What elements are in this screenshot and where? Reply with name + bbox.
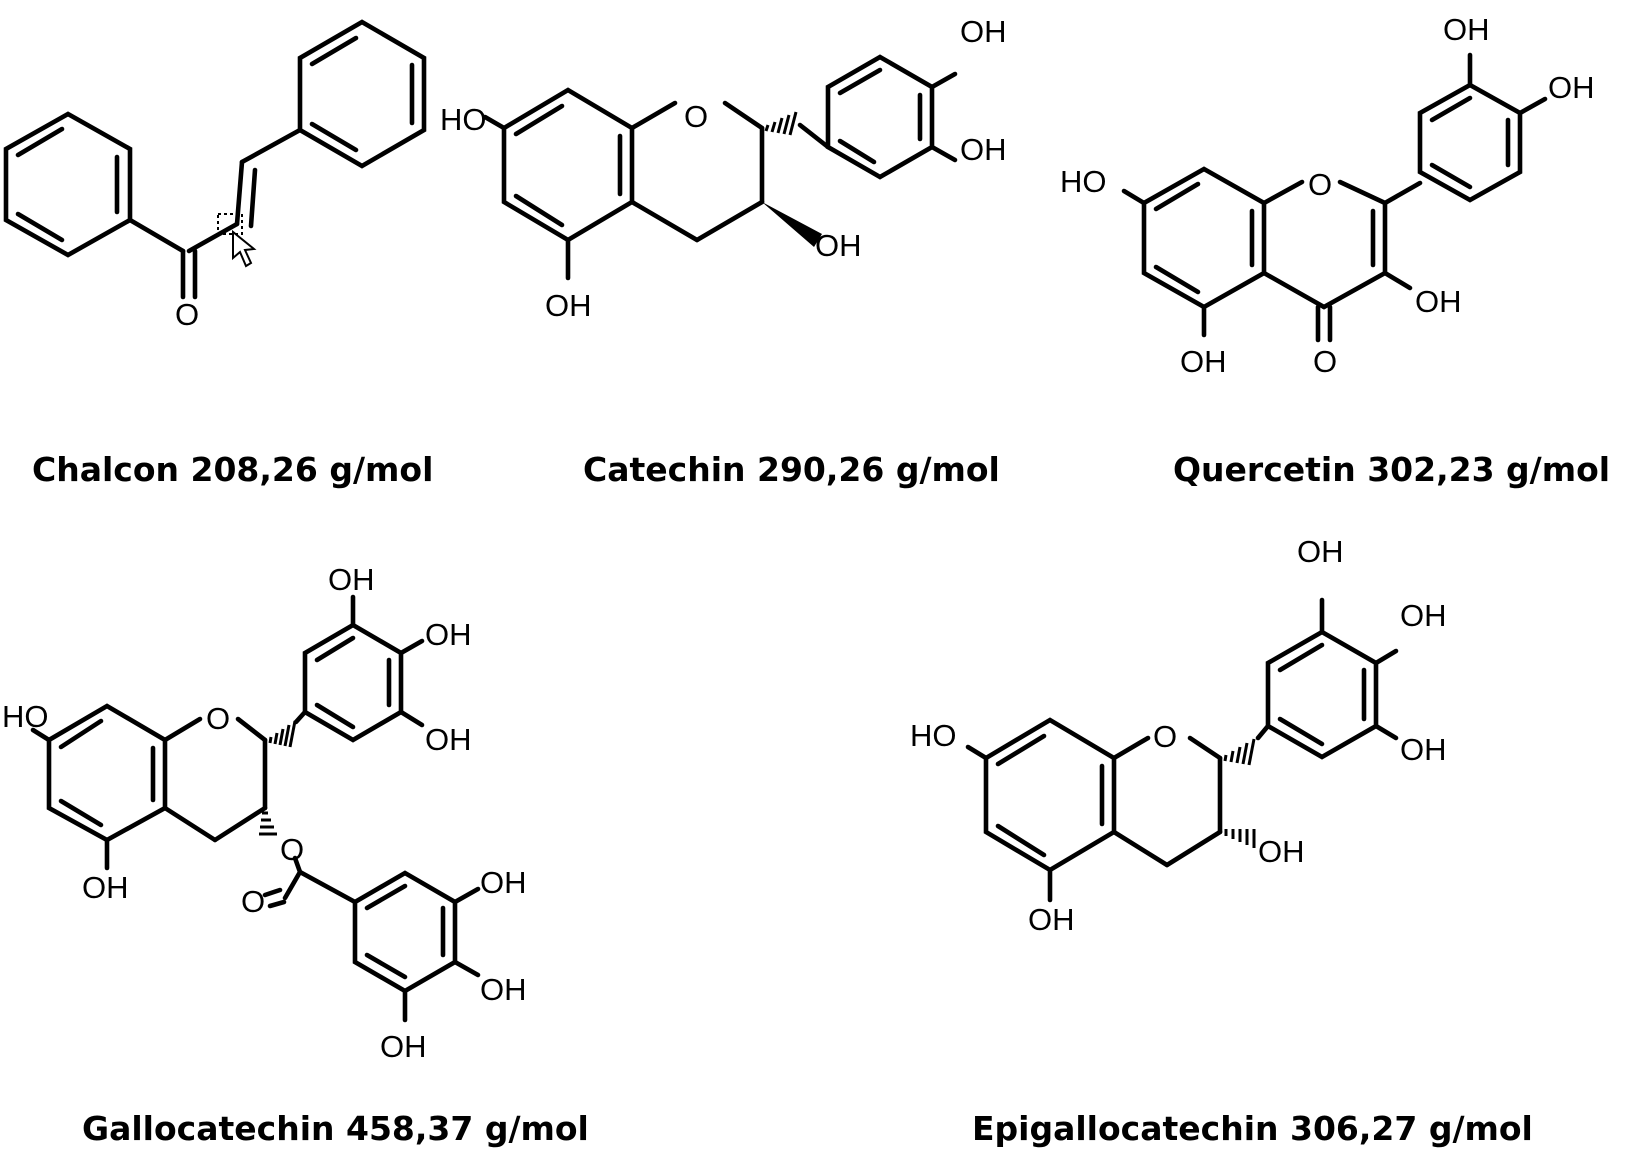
catechin-3prime-hydroxyl: OH xyxy=(960,132,1007,167)
quercetin-3prime-hydroxyl: OH xyxy=(1443,12,1490,47)
epigallocatechin-b-hydroxyl-top: OH xyxy=(1297,534,1344,569)
quercetin-4prime-hydroxyl: OH xyxy=(1548,70,1595,105)
quercetin-structure: O HO OH O OH OH OH xyxy=(1060,12,1595,379)
gallocatechin-ester-oxygen: O xyxy=(280,832,304,867)
mouse-cursor-icon xyxy=(217,213,257,268)
epigallocatechin-b-hydroxyl-low: OH xyxy=(1400,732,1447,767)
gallocatechin-galloyl-hydroxyl-top: OH xyxy=(480,865,527,900)
epigallocatechin-5-hydroxyl: OH xyxy=(1028,902,1075,937)
gallocatechin-caption: Gallocatechin 458,37 g/mol xyxy=(82,1109,589,1148)
gallocatechin-b-hydroxyl-low: OH xyxy=(425,722,472,757)
gallocatechin-carbonyl-oxygen: O xyxy=(241,884,265,919)
epigallocatechin-3-hydroxyl: OH xyxy=(1258,834,1305,869)
gallocatechin-7-hydroxyl: HO xyxy=(2,699,49,734)
epigallocatechin-ring-oxygen: O xyxy=(1153,719,1177,754)
catechin-structure: O HO OH OH OH OH xyxy=(440,14,1007,323)
quercetin-7-hydroxyl: HO xyxy=(1060,164,1107,199)
epigallocatechin-b-hydroxyl-mid: OH xyxy=(1400,598,1447,633)
chalcon-structure: O xyxy=(3,19,427,332)
catechin-5-hydroxyl: OH xyxy=(545,288,592,323)
gallocatechin-galloyl-hydroxyl-mid: OH xyxy=(480,972,527,1007)
gallocatechin-structure: O HO OH O O OH OH OH OH OH OH xyxy=(2,562,527,1064)
catechin-7-hydroxyl: HO xyxy=(440,102,487,137)
quercetin-ring-oxygen: O xyxy=(1308,167,1332,202)
gallocatechin-b-hydroxyl-top: OH xyxy=(328,562,375,597)
quercetin-carbonyl-oxygen: O xyxy=(1313,344,1337,379)
gallocatechin-galloyl-hydroxyl-low: OH xyxy=(380,1029,427,1064)
gallocatechin-ring-oxygen: O xyxy=(206,701,230,736)
quercetin-5-hydroxyl: OH xyxy=(1180,344,1227,379)
epigallocatechin-caption: Epigallocatechin 306,27 g/mol xyxy=(972,1109,1533,1148)
epigallocatechin-structure: O HO OH OH OH OH OH xyxy=(910,534,1447,937)
catechin-caption: Catechin 290,26 g/mol xyxy=(583,450,1000,489)
gallocatechin-5-hydroxyl: OH xyxy=(82,870,129,905)
chalcon-caption: Chalcon 208,26 g/mol xyxy=(32,450,433,489)
catechin-4prime-hydroxyl: OH xyxy=(960,14,1007,49)
chalcon-carbonyl-oxygen: O xyxy=(175,297,199,332)
quercetin-3-hydroxyl: OH xyxy=(1415,284,1462,319)
gallocatechin-b-hydroxyl-mid: OH xyxy=(425,617,472,652)
quercetin-caption: Quercetin 302,23 g/mol xyxy=(1173,450,1610,489)
catechin-3-hydroxyl: OH xyxy=(815,228,862,263)
epigallocatechin-7-hydroxyl: HO xyxy=(910,718,957,753)
catechin-oxygen: O xyxy=(684,99,708,134)
